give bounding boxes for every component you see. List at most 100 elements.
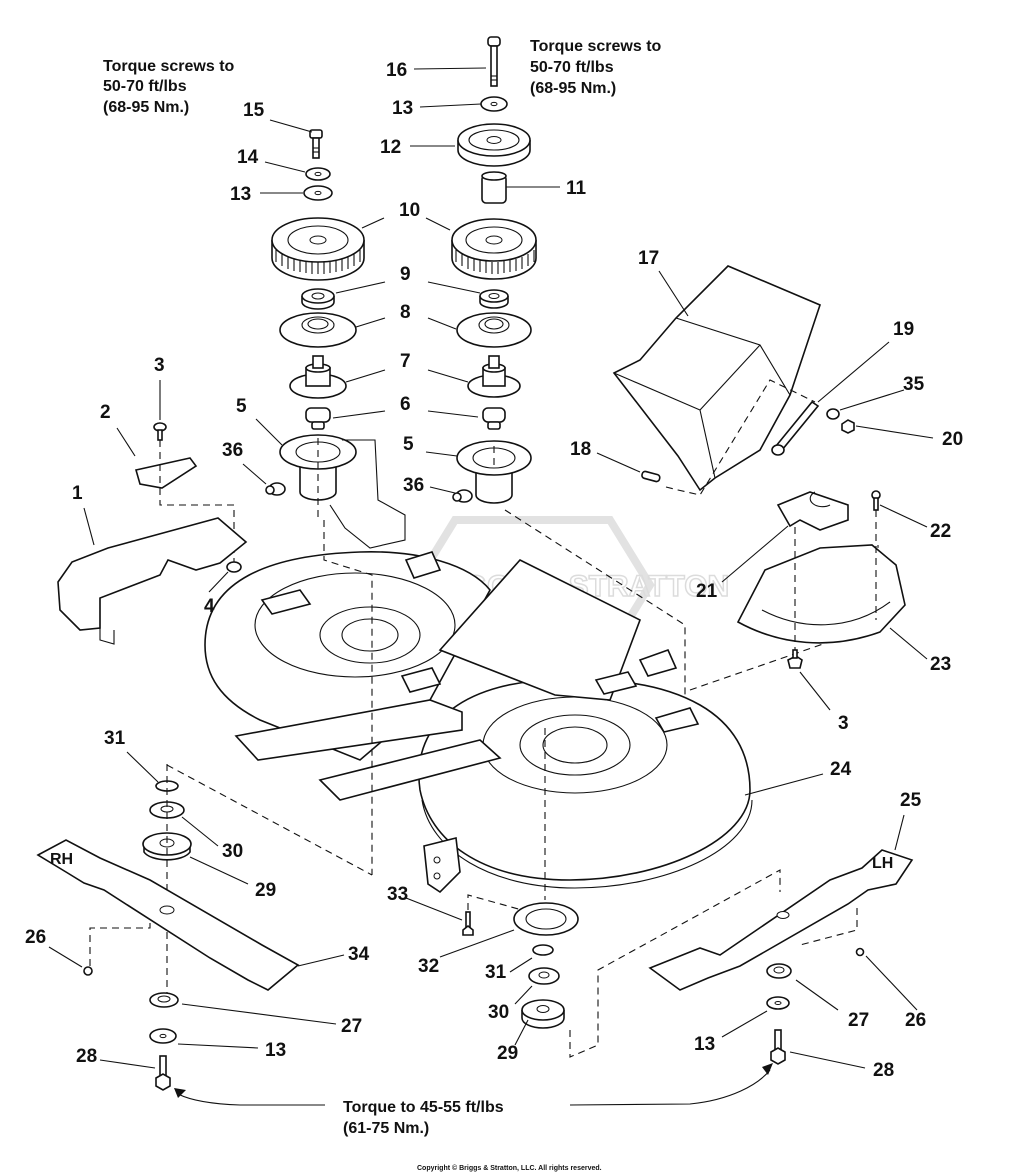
- torque-note-top-left: Torque screws to 50-70 ft/lbs (68-95 Nm.…: [103, 58, 235, 116]
- blade-bolt-icon: [770, 1029, 786, 1065]
- callout-15: 15: [243, 100, 265, 121]
- bearing-icon: [479, 289, 509, 309]
- callout-26: 26: [905, 1010, 926, 1031]
- belt-cover-icon: [57, 517, 248, 631]
- discharge-chute-icon: [612, 265, 821, 492]
- callout-33: 33: [387, 884, 408, 905]
- note-line: (61-75 Nm.): [343, 1120, 429, 1137]
- rh-blade-assembly: RH: [36, 764, 373, 1091]
- rh-blade-icon: [36, 839, 300, 991]
- callout-13: 13: [230, 184, 251, 205]
- callout-28: 28: [76, 1046, 97, 1067]
- callout-12: 12: [380, 137, 401, 158]
- screw-icon: [787, 649, 803, 669]
- pulley-icon: [451, 218, 537, 280]
- pulley-icon: [457, 123, 531, 167]
- note-line: (68-95 Nm.): [530, 80, 616, 97]
- callout-28: 28: [873, 1060, 894, 1081]
- baffle-assembly: [736, 490, 906, 669]
- callout-3: 3: [838, 713, 849, 734]
- lh-blade-icon: [648, 849, 914, 991]
- callout-18: 18: [570, 439, 591, 460]
- bolt-icon: [855, 947, 865, 957]
- flange-icon: [456, 312, 532, 348]
- screw-icon: [153, 422, 167, 441]
- arrow-icon: [174, 1088, 186, 1098]
- blade-adapter-icon: [521, 999, 565, 1029]
- copyright: Copyright © Briggs & Stratton, LLC. All …: [417, 1164, 602, 1172]
- grease-fitting-icon: [452, 489, 473, 503]
- washer-icon: [532, 944, 554, 956]
- callout-29: 29: [255, 880, 276, 901]
- callout-5: 5: [403, 434, 414, 455]
- blade-bolt-icon: [155, 1055, 171, 1091]
- callout-31: 31: [485, 962, 507, 983]
- note-line: Torque screws to: [103, 58, 235, 75]
- note-line: (68-95 Nm.): [103, 99, 189, 116]
- bolt-icon: [83, 966, 93, 976]
- bearing-icon: [301, 288, 335, 310]
- torque-note-top-right: Torque screws to 50-70 ft/lbs (68-95 Nm.…: [530, 38, 662, 97]
- callout-8: 8: [400, 302, 411, 323]
- callout-5: 5: [236, 396, 247, 417]
- rh-blade-label: RH: [50, 851, 73, 868]
- arrow-icon: [762, 1063, 773, 1075]
- callout-14: 14: [237, 147, 259, 168]
- callout-11: 11: [566, 178, 587, 199]
- callout-19: 19: [893, 319, 914, 340]
- washer-icon: [226, 561, 242, 573]
- flange-icon: [279, 312, 357, 348]
- discharge-chute-assembly: [612, 265, 855, 496]
- belt-cover-assembly: [57, 422, 248, 645]
- callout-6: 6: [400, 394, 411, 415]
- callout-labels: 16 13 12 11 15 14 13 10 9 8 7 6 5 5 36 3…: [25, 60, 963, 1081]
- nut-icon: [841, 419, 855, 434]
- grease-fitting-icon: [265, 482, 286, 496]
- lh-blade-label: LH: [872, 855, 893, 872]
- torque-arrows: [174, 1063, 773, 1106]
- lh-blade-assembly: LH: [462, 849, 914, 1065]
- callout-4: 4: [204, 596, 215, 617]
- callout-30: 30: [222, 841, 243, 862]
- baffle-icon: [736, 544, 906, 644]
- callout-17: 17: [638, 248, 659, 269]
- callout-34: 34: [348, 944, 370, 965]
- callout-10: 10: [399, 200, 420, 221]
- right-spindle-stack: [451, 36, 537, 504]
- callout-3: 3: [154, 355, 165, 376]
- callout-23: 23: [930, 654, 951, 675]
- callout-26: 26: [25, 927, 46, 948]
- callout-31: 31: [104, 728, 126, 749]
- mower-deck: [204, 509, 879, 900]
- callout-25: 25: [900, 790, 922, 811]
- baffle-clip-icon: [776, 491, 849, 531]
- hinge-rod-icon: [771, 400, 820, 456]
- leader-lines: [48, 67, 934, 1069]
- bolt-icon: [309, 129, 323, 159]
- note-line: Torque screws to: [530, 38, 662, 55]
- callout-30: 30: [488, 1002, 509, 1023]
- bearing-icon: [305, 407, 331, 430]
- callout-24: 24: [830, 759, 852, 780]
- note-line: 50-70 ft/lbs: [103, 78, 187, 95]
- spacer-icon: [481, 171, 507, 204]
- note-line: 50-70 ft/lbs: [530, 59, 614, 76]
- callout-21: 21: [696, 581, 718, 602]
- bolt-icon: [487, 36, 501, 87]
- callout-16: 16: [386, 60, 407, 81]
- bearing-icon: [528, 967, 560, 985]
- callout-36: 36: [222, 440, 243, 461]
- spindle-plate-icon: [513, 902, 579, 936]
- callout-9: 9: [400, 264, 411, 285]
- spindle-icon: [289, 355, 347, 399]
- bearing-icon: [482, 407, 506, 430]
- callout-27: 27: [848, 1010, 869, 1031]
- screw-icon: [462, 911, 474, 936]
- callout-7: 7: [400, 351, 411, 372]
- washer-icon: [826, 408, 840, 420]
- callout-22: 22: [930, 521, 951, 542]
- callout-29: 29: [497, 1043, 518, 1064]
- callout-36: 36: [403, 475, 424, 496]
- callout-2: 2: [100, 402, 111, 423]
